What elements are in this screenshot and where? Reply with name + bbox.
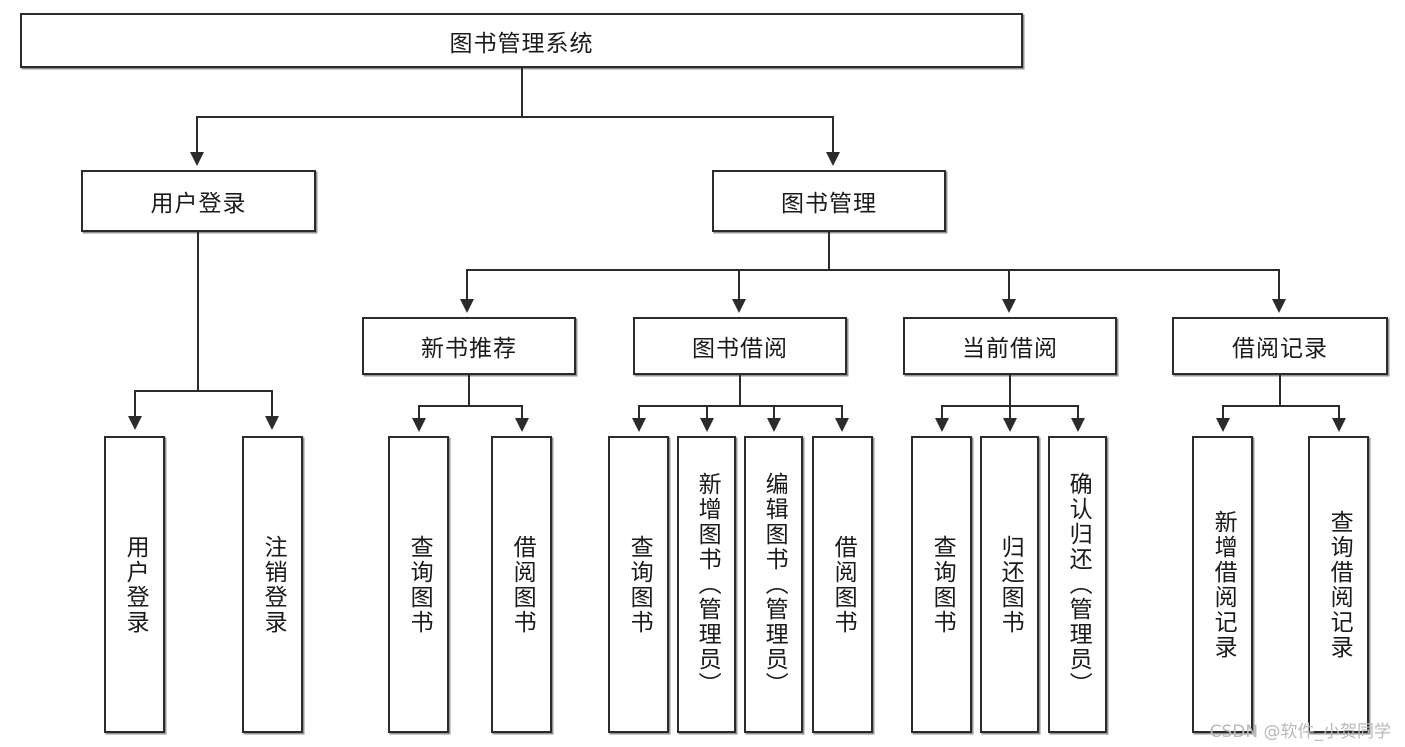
edge-bm-to-book-borrow [738, 269, 740, 301]
arrowhead-user-login-to-leaf-2 [265, 416, 279, 430]
arrowhead-bm-to-new-book-recommend [460, 299, 474, 313]
node-leaf-edit-book[interactable]: 编辑图书（管理员） [744, 436, 803, 733]
node-current-borrow[interactable]: 当前借阅 [903, 317, 1117, 375]
node-leaf-borrow-book-1[interactable]: 借阅图书 [491, 436, 552, 733]
arrowhead-root-to-user-login [190, 152, 204, 166]
edge-user-login-bus [134, 390, 272, 392]
node-leaf-user-login[interactable]: 用户登录 [104, 436, 165, 733]
arrowhead-bb-to-leaf-1 [632, 418, 646, 432]
edge-root-to-user-login [196, 116, 198, 154]
node-leaf-borrow-book-2[interactable]: 借阅图书 [812, 436, 873, 733]
edge-book-borrow-bus [638, 405, 843, 407]
node-leaf-return-book[interactable]: 归还图书 [980, 436, 1039, 733]
edge-bb-to-leaf-4 [841, 405, 843, 420]
edge-bm-to-new-book-recommend [466, 269, 468, 301]
edge-borrow-record-bus [1222, 405, 1340, 407]
node-leaf-query-book-3[interactable]: 查询图书 [911, 436, 972, 733]
arrowhead-br-to-leaf-1 [1216, 418, 1230, 432]
edge-root-to-book-management [832, 116, 834, 154]
edge-current-borrow-stem [1009, 375, 1011, 406]
edge-cb-to-leaf-2 [1009, 405, 1011, 420]
arrowhead-user-login-to-leaf-1 [128, 416, 142, 430]
edge-nbr-to-leaf-2 [521, 405, 523, 420]
arrowhead-cb-to-leaf-1 [935, 418, 949, 432]
arrowhead-cb-to-leaf-2 [1003, 418, 1017, 432]
node-leaf-confirm-return[interactable]: 确认归还（管理员） [1048, 436, 1107, 733]
edge-cb-to-leaf-3 [1077, 405, 1079, 420]
node-leaf-query-book-2[interactable]: 查询图书 [608, 436, 669, 733]
node-new-book-recommend[interactable]: 新书推荐 [362, 317, 576, 375]
edge-new-book-recommend-stem [468, 375, 470, 406]
arrowhead-bm-to-borrow-record [1272, 299, 1286, 313]
arrowhead-bb-to-leaf-4 [835, 418, 849, 432]
node-book-borrow[interactable]: 图书借阅 [633, 317, 847, 375]
node-leaf-query-book-1[interactable]: 查询图书 [388, 436, 449, 733]
arrowhead-bb-to-leaf-3 [767, 418, 781, 432]
edge-cb-to-leaf-1 [941, 405, 943, 420]
edge-new-book-recommend-bus [418, 405, 522, 407]
node-root-book-management-system[interactable]: 图书管理系统 [20, 13, 1023, 68]
csdn-watermark: CSDN @软件_小贺同学 [1209, 722, 1391, 742]
arrowhead-br-to-leaf-2 [1332, 418, 1346, 432]
node-leaf-add-record[interactable]: 新增借阅记录 [1192, 436, 1253, 733]
edge-user-login-to-leaf-2 [271, 390, 273, 418]
edge-br-to-leaf-2 [1338, 405, 1340, 420]
node-leaf-logout-login[interactable]: 注销登录 [242, 436, 303, 733]
edge-borrow-record-stem [1279, 375, 1281, 406]
node-borrow-record[interactable]: 借阅记录 [1172, 317, 1388, 375]
edge-user-login-to-leaf-1 [134, 390, 136, 418]
edge-book-borrow-stem [739, 375, 741, 406]
arrowhead-nbr-to-leaf-1 [412, 418, 426, 432]
node-leaf-add-book[interactable]: 新增图书（管理员） [677, 436, 736, 733]
node-user-login[interactable]: 用户登录 [81, 170, 316, 232]
edge-bb-to-leaf-3 [773, 405, 775, 420]
arrowhead-bm-to-current-borrow [1002, 299, 1016, 313]
edge-bb-to-leaf-2 [706, 405, 708, 420]
edge-bm-to-current-borrow [1008, 269, 1010, 301]
edge-br-to-leaf-1 [1222, 405, 1224, 420]
edge-user-login-stem [197, 232, 199, 391]
edge-book-management-bus [466, 269, 1280, 271]
node-book-management[interactable]: 图书管理 [712, 170, 946, 232]
edge-bm-to-borrow-record [1278, 269, 1280, 301]
node-leaf-query-record[interactable]: 查询借阅记录 [1308, 436, 1369, 733]
edge-root-stem [521, 68, 523, 116]
edge-book-management-stem [828, 232, 830, 270]
edge-nbr-to-leaf-1 [418, 405, 420, 420]
arrowhead-bm-to-book-borrow [732, 299, 746, 313]
arrowhead-bb-to-leaf-2 [700, 418, 714, 432]
edge-root-bus [196, 116, 834, 118]
edge-bb-to-leaf-1 [638, 405, 640, 420]
arrowhead-nbr-to-leaf-2 [515, 418, 529, 432]
arrowhead-root-to-book-management [826, 152, 840, 166]
arrowhead-cb-to-leaf-3 [1071, 418, 1085, 432]
